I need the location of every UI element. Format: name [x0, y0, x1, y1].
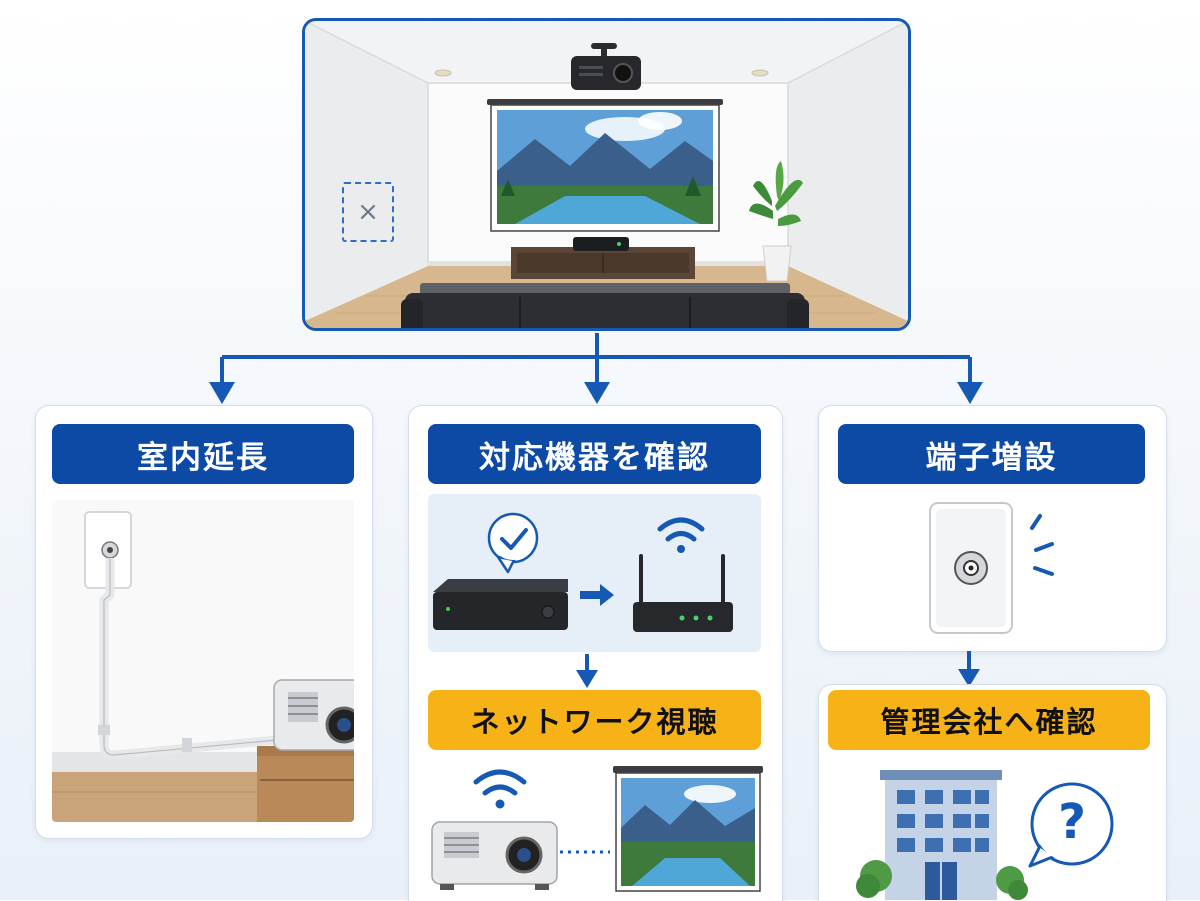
wall-outlet-icon — [84, 511, 132, 589]
tv-stand-icon — [511, 237, 695, 279]
router-icon — [633, 554, 733, 632]
arrow-down-icon — [209, 382, 235, 404]
management-building-illustration: ? — [850, 764, 1160, 900]
room-scene: × — [302, 18, 911, 331]
result-network-viewing: ネットワーク視聴 — [428, 690, 761, 750]
new-outlet-illustration — [900, 498, 1100, 638]
media-device-icon — [433, 579, 568, 630]
projection-screen-icon — [613, 766, 763, 892]
room-illustration — [305, 21, 908, 328]
result-contact-management: 管理会社へ確認 — [828, 690, 1150, 750]
branch-title-device-check: 対応機器を確認 — [428, 424, 761, 484]
wifi-icon — [473, 769, 527, 796]
ceiling-projector-icon — [571, 43, 641, 90]
arrow-down-icon — [584, 382, 610, 404]
sofa-icon — [401, 283, 809, 328]
device-to-router-panel — [428, 494, 761, 652]
branch-title-outlet-add: 端子増設 — [838, 424, 1145, 484]
question-bubble-icon — [1028, 782, 1114, 868]
arrow-down-icon — [957, 382, 983, 404]
question-icon: ? — [1058, 794, 1086, 850]
arrow-down-icon — [958, 651, 980, 687]
branch-title-extension: 室内延長 — [52, 424, 354, 484]
arrow-down-icon — [576, 654, 598, 688]
unavailable-icon: × — [357, 197, 379, 227]
extension-illustration — [52, 500, 354, 822]
wifi-icon — [657, 517, 705, 542]
arrow-right-icon — [580, 584, 614, 606]
projector-icon — [431, 821, 558, 890]
wall-outlet-icon — [929, 502, 1054, 634]
projection-screen-icon — [487, 99, 723, 232]
plant-icon — [749, 161, 803, 282]
projector-icon — [273, 679, 354, 751]
apartment-building-icon — [856, 770, 1028, 900]
check-icon — [487, 512, 539, 574]
missing-outlet-marker: × — [342, 182, 394, 242]
network-projection-illustration — [420, 760, 770, 900]
